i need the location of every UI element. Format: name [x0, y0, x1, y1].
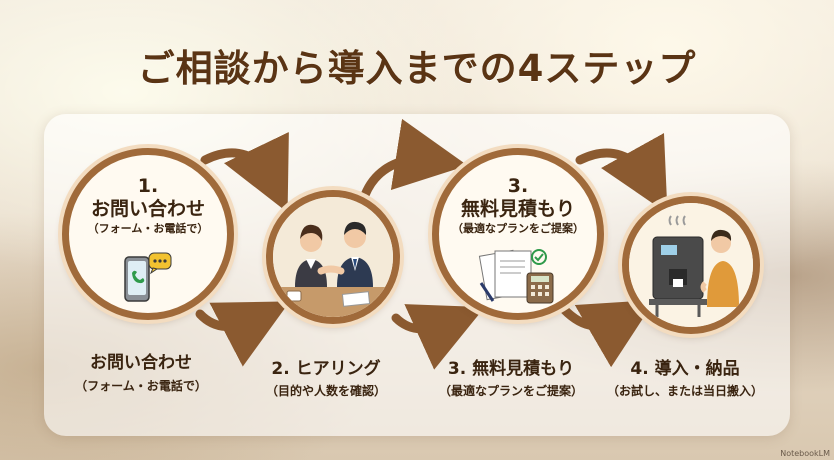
step-3-label: 3. 無料見積もり	[447, 359, 575, 379]
estimate-documents-illustration	[478, 249, 554, 304]
step-1-circle-subtitle: （フォーム・お電話で）	[87, 222, 209, 235]
step-4-circle	[622, 196, 760, 334]
step-2-circle	[266, 190, 400, 324]
step-1-circle: 1. お問い合わせ （フォーム・お電話で）	[62, 148, 234, 320]
step-4-sublabel: （お試し、または当日搬入）	[606, 384, 763, 398]
step-3-number: 3.	[507, 175, 529, 197]
step-1-circle-title: お問い合わせ	[90, 198, 205, 220]
step-4-label: 4. 導入・納品	[630, 359, 740, 379]
step-2-sublabel: （目的や人数を確認）	[265, 384, 386, 398]
coffee-machine-illustration	[629, 203, 753, 327]
step-1-label: お問い合わせ	[90, 353, 192, 373]
smartphone-chat-icon	[124, 252, 172, 302]
meeting-handshake-illustration	[273, 197, 393, 317]
step-3-circle: 3. 無料見積もり （最適なプランをご提案）	[432, 148, 604, 320]
step-1-number: 1.	[137, 175, 159, 197]
step-1-sublabel: （フォーム・お電話で）	[75, 379, 207, 393]
step-2-label: 2. ヒアリング	[271, 359, 381, 379]
step-3-sublabel: （最適なプランをご提案）	[438, 384, 583, 398]
page-title: ご相談から導入までの4ステップ	[137, 47, 697, 90]
step-3-circle-title: 無料見積もり	[460, 198, 575, 220]
watermark: NotebookLM	[780, 449, 830, 458]
step-3-circle-subtitle: （最適なプランをご提案）	[452, 222, 584, 235]
